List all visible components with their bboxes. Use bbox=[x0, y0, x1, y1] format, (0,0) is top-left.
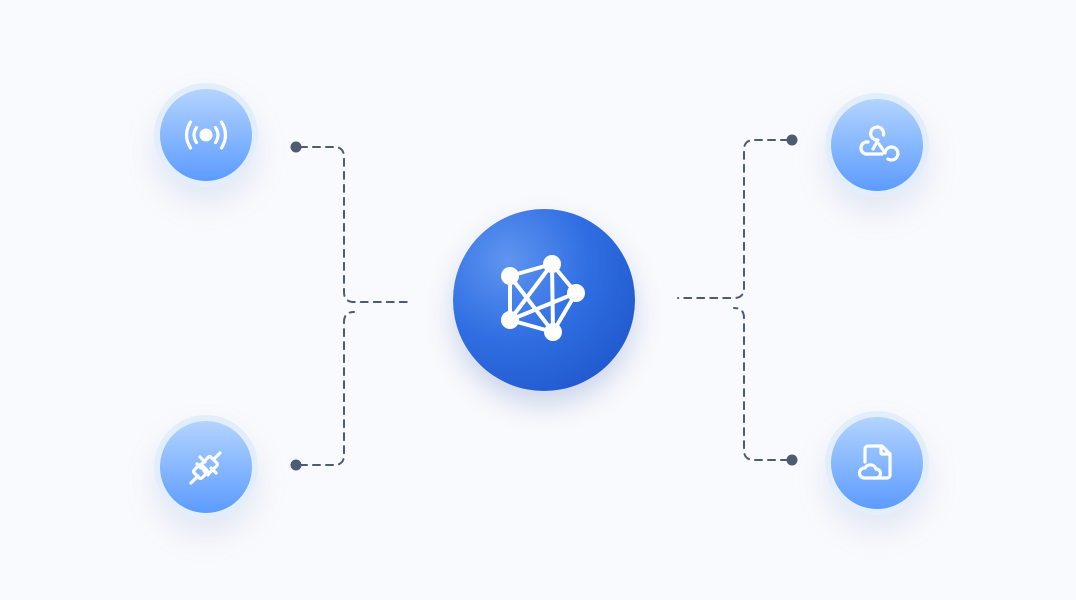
broadcast-icon bbox=[184, 120, 228, 150]
endpoint-dot-top-right bbox=[786, 134, 798, 146]
plug-icon bbox=[189, 451, 222, 485]
endpoint-dot-bottom-right bbox=[786, 454, 798, 466]
cloud-file-node[interactable] bbox=[825, 411, 929, 515]
network-graph-icon bbox=[501, 255, 585, 341]
cloud-file-icon bbox=[857, 444, 892, 480]
endpoint-dot-top-left bbox=[290, 141, 302, 153]
connector-bottom-left bbox=[299, 311, 355, 466]
webhook-node[interactable] bbox=[825, 93, 929, 197]
endpoint-dot-bottom-left bbox=[290, 459, 302, 471]
connector-bottom-right bbox=[733, 307, 789, 461]
plug-node[interactable] bbox=[154, 415, 258, 519]
connector-top-right bbox=[677, 139, 789, 299]
broadcast-node[interactable] bbox=[154, 83, 258, 187]
hub-node[interactable] bbox=[453, 209, 635, 391]
webhook-icon bbox=[859, 125, 900, 162]
connector-top-left bbox=[299, 146, 411, 303]
